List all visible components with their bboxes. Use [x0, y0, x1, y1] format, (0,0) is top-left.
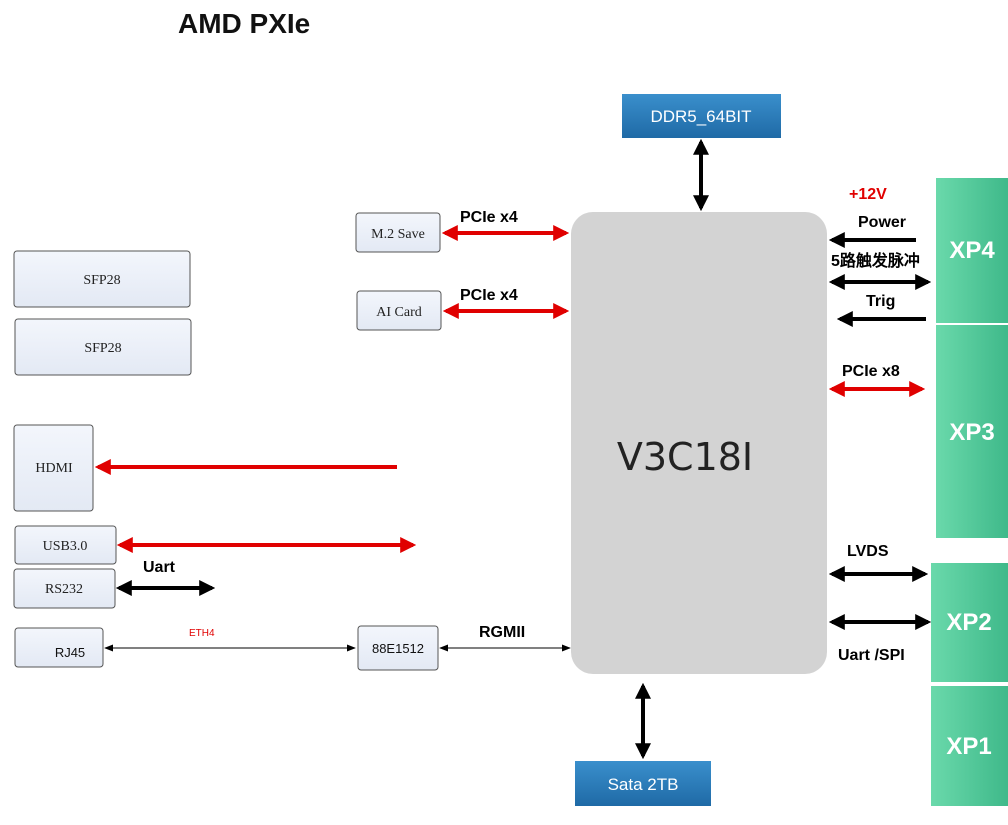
cpu-label: V3C18I [617, 435, 753, 479]
lvds-label: LVDS [847, 543, 889, 560]
rj45-label: RJ45 [55, 645, 85, 660]
sata-label: Sata 2TB [608, 775, 679, 794]
xp2-connector [931, 563, 1008, 682]
xp4-connector [936, 178, 1008, 324]
sfp28-label-2: SFP28 [84, 341, 121, 356]
eth-label: ETH4 [189, 628, 215, 639]
hdmi-block [13, 424, 94, 512]
rj45-block [14, 627, 104, 668]
rgmii-label: RGMII [479, 624, 525, 641]
rs232-block [13, 568, 116, 609]
m2-save-block [355, 212, 441, 253]
xp3-connector [936, 325, 1008, 538]
power-voltage-label: +12V [849, 186, 887, 203]
xp4-label: XP4 [949, 237, 995, 264]
trigger-pulse-label: 5路触发脉冲 [831, 251, 920, 270]
phy-block [357, 625, 439, 671]
diagram-title: AMD PXIe [178, 8, 310, 39]
ddr-block [622, 94, 781, 138]
m2-pcie-label: PCIe x4 [460, 209, 518, 226]
uart-spi-label: Uart /SPI [838, 647, 905, 664]
ai-card-label: AI Card [376, 305, 422, 320]
phy-label: 88E1512 [372, 641, 424, 656]
m2-save-label: M.2 Save [371, 227, 425, 242]
xp1-connector [931, 686, 1008, 806]
sfp28-block-1 [13, 250, 191, 308]
power-label: Power [858, 214, 906, 231]
ai-card-block [356, 290, 442, 331]
xp2-label: XP2 [946, 609, 991, 636]
hdmi-label: HDMI [35, 461, 73, 476]
usb3-label: USB3.0 [43, 539, 88, 554]
xp3-label: XP3 [949, 419, 994, 446]
sata-block [575, 761, 711, 806]
sfp28-block-2 [14, 318, 192, 376]
trig-label: Trig [866, 293, 895, 310]
pcie-x8-label: PCIe x8 [842, 363, 900, 380]
ddr-label: DDR5_64BIT [650, 107, 751, 126]
rs232-label: RS232 [45, 582, 83, 597]
xp1-label: XP1 [946, 733, 991, 760]
ai-pcie-label: PCIe x4 [460, 287, 518, 304]
uart-label: Uart [143, 559, 176, 576]
usb3-block [14, 525, 117, 565]
sfp28-label-1: SFP28 [83, 273, 120, 288]
cpu-block [571, 212, 827, 674]
